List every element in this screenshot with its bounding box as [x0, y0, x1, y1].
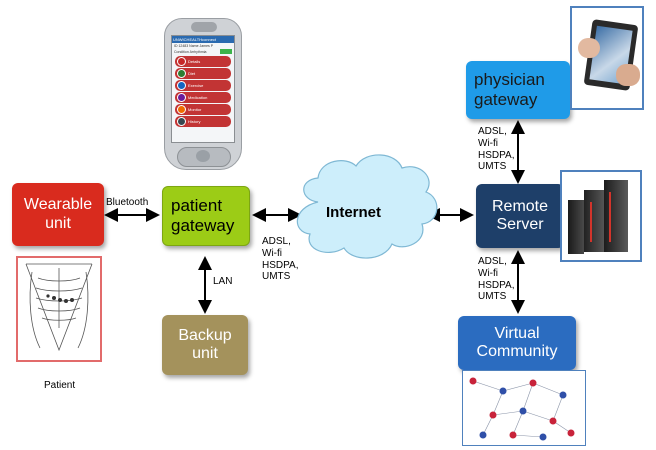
virtual-community-label-line2: Community [476, 343, 558, 360]
phone-menu-item[interactable]: Diet [175, 68, 231, 79]
internet-label: Internet [326, 204, 382, 221]
menu-item-label: Medication [188, 95, 208, 100]
menu-item-icon [177, 69, 186, 78]
backup-label-line2: unit [192, 345, 218, 362]
patient-gateway-label-line1: patient [171, 196, 223, 216]
phone-menu-item[interactable]: Details [175, 56, 231, 67]
phone-screen: UNWICHEALTHconnect ID 12483 Name James P… [171, 35, 235, 143]
menu-item-label: Monitor [188, 107, 202, 112]
phone-info-line: Condition Arrhythmia [174, 49, 207, 54]
internet-cloud [296, 154, 438, 259]
menu-item-icon [177, 57, 186, 66]
lan-label: LAN [213, 276, 233, 287]
smartphone-image: UNWICHEALTHconnect ID 12483 Name James P… [164, 18, 242, 170]
patient-caption: Patient [44, 380, 76, 391]
phone-menu-item[interactable]: Monitor [175, 104, 231, 115]
menu-item-label: Exercise [188, 83, 204, 88]
phone-menu-item[interactable]: Medication [175, 92, 231, 103]
server-rack-image [560, 170, 642, 262]
community-network-image [462, 370, 586, 446]
backup-label-line1: Backup [178, 326, 232, 344]
phone-menu-item[interactable]: Exercise [175, 80, 231, 91]
menu-item-icon [177, 105, 186, 114]
phone-menu-item[interactable]: History [175, 116, 231, 127]
menu-item-icon [177, 117, 186, 126]
physician-gateway-label-line1: physician [474, 70, 545, 90]
remote-server-label-line2: Server [496, 216, 544, 233]
virtual-community-label-line1: Virtual [494, 324, 540, 342]
phone-info-line: ID 12483 Name James P [174, 44, 214, 48]
wearable-label-line2: unit [45, 214, 71, 232]
patient-gateway-label-line2: gateway [171, 216, 235, 235]
bluetooth-label: Bluetooth [106, 197, 149, 208]
patient-torso-image [16, 256, 102, 362]
phone-screen-header: UNWICHEALTHconnect [172, 36, 234, 43]
menu-item-label: History [188, 119, 201, 124]
menu-item-label: Diet [188, 71, 196, 76]
wearable-label-line1: Wearable [23, 196, 93, 214]
server-physician-link-label: ADSL, Wi-fi HSDPA, UMTS [478, 126, 515, 173]
remote-server-label-line1: Remote [491, 197, 549, 215]
tablet-image [570, 6, 644, 110]
physician-gateway-label-line2: gateway [474, 90, 538, 109]
menu-item-icon [177, 81, 186, 90]
menu-item-label: Details [188, 59, 201, 64]
gateway-internet-link-label: ADSL, Wi-fi HSDPA, UMTS [262, 236, 299, 283]
server-community-link-label: ADSL, Wi-fi HSDPA, UMTS [478, 256, 515, 303]
menu-item-icon [177, 93, 186, 102]
